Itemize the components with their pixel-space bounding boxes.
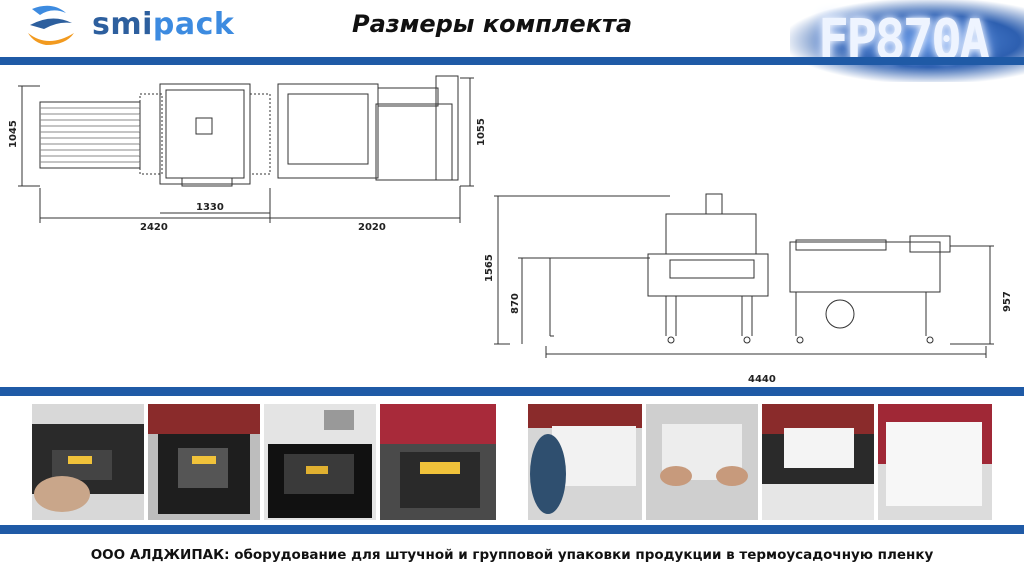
logo-text-smi: smi bbox=[92, 7, 153, 42]
page-title: Размеры комплекта bbox=[352, 10, 633, 38]
model-badge bbox=[790, 0, 1024, 82]
photo-2 bbox=[148, 404, 260, 520]
top-view-drawing: 1045 1055 1330 2420 2020 bbox=[8, 75, 487, 233]
logo-text: smipack bbox=[92, 7, 234, 42]
dim-height-right: 1055 bbox=[476, 118, 487, 146]
smipack-logo: smipack bbox=[22, 3, 242, 49]
photo-8 bbox=[878, 404, 992, 520]
smipack-logo-mark-icon bbox=[28, 5, 74, 45]
side-view-drawing: 1565 870 957 4440 bbox=[484, 193, 1013, 385]
dim-right-width: 2020 bbox=[358, 222, 386, 233]
divider-middle bbox=[0, 387, 1024, 396]
photo-wrap-icon bbox=[528, 404, 642, 520]
dim-conveyor-height: 870 bbox=[510, 293, 521, 314]
photo-5 bbox=[528, 404, 642, 520]
logo-text-pack: pack bbox=[152, 7, 235, 42]
photo-entering-icon bbox=[762, 404, 874, 520]
dim-height-left: 1045 bbox=[8, 120, 19, 148]
photo-3 bbox=[264, 404, 376, 520]
photo-4 bbox=[380, 404, 496, 520]
photo-hands-icon bbox=[646, 404, 758, 520]
photo-tunnel-icon bbox=[380, 404, 496, 520]
photo-operator-icon bbox=[32, 404, 144, 520]
divider-bottom bbox=[0, 525, 1024, 534]
dim-left-width: 2420 bbox=[140, 222, 168, 233]
photo-1 bbox=[32, 404, 144, 520]
photo-tray-icon bbox=[148, 404, 260, 520]
dim-total-length: 4440 bbox=[748, 374, 776, 385]
photo-sealer-icon bbox=[264, 404, 376, 520]
divider-top bbox=[0, 57, 1024, 65]
photo-7 bbox=[762, 404, 874, 520]
dim-right-height: 957 bbox=[1002, 291, 1013, 312]
photo-finished-icon bbox=[878, 404, 992, 520]
photo-6 bbox=[646, 404, 758, 520]
dim-inner-width: 1330 bbox=[196, 202, 224, 213]
footer-company-text: ООО АЛДЖИПАК: оборудование для штучной и… bbox=[90, 547, 934, 563]
dim-total-height: 1565 bbox=[484, 254, 495, 282]
